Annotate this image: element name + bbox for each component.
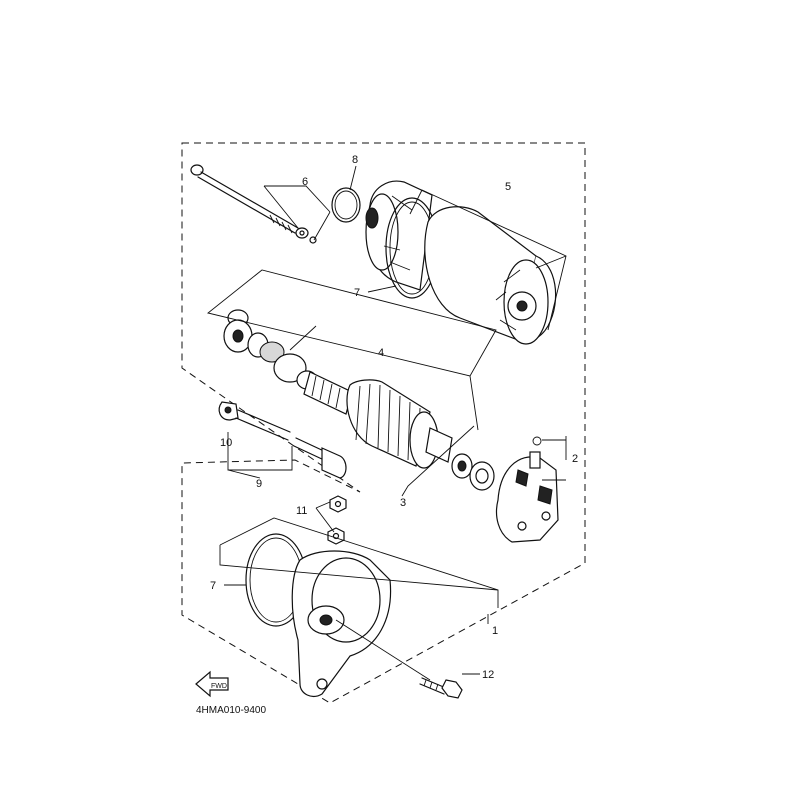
callout-4: 4 <box>378 347 384 359</box>
callout-1: 1 <box>492 625 498 637</box>
part-4-shim-stack <box>223 309 318 390</box>
callout-9: 9 <box>256 478 262 490</box>
callout-5: 5 <box>505 181 511 193</box>
part-5-yoke <box>424 206 557 345</box>
part-9-lead-wire <box>218 401 347 479</box>
callout-2: 2 <box>572 453 578 465</box>
leader-lines <box>206 165 567 681</box>
assembly-boundary <box>181 142 586 704</box>
part-8-o-ring <box>331 187 361 223</box>
fwd-arrow-icon: FWD <box>195 670 229 698</box>
part-5-front-cover <box>365 180 433 291</box>
callout-11: 11 <box>296 505 307 517</box>
fwd-label: FWD <box>211 683 227 690</box>
callout-8: 8 <box>352 154 358 166</box>
callout-6: 6 <box>302 176 308 188</box>
callout-10: 10 <box>220 437 232 449</box>
part-2-brush-holder <box>495 436 559 543</box>
diagram-code: 4HMA010-9400 <box>196 705 266 716</box>
part-6-through-bolt <box>190 164 317 244</box>
part-12-bolt <box>419 677 463 699</box>
callout-7-lower: 7 <box>210 580 216 592</box>
callout-12: 12 <box>482 669 494 681</box>
part-3-armature <box>303 371 495 491</box>
callout-7-upper: 7 <box>354 287 360 299</box>
callout-3: 3 <box>400 497 406 509</box>
